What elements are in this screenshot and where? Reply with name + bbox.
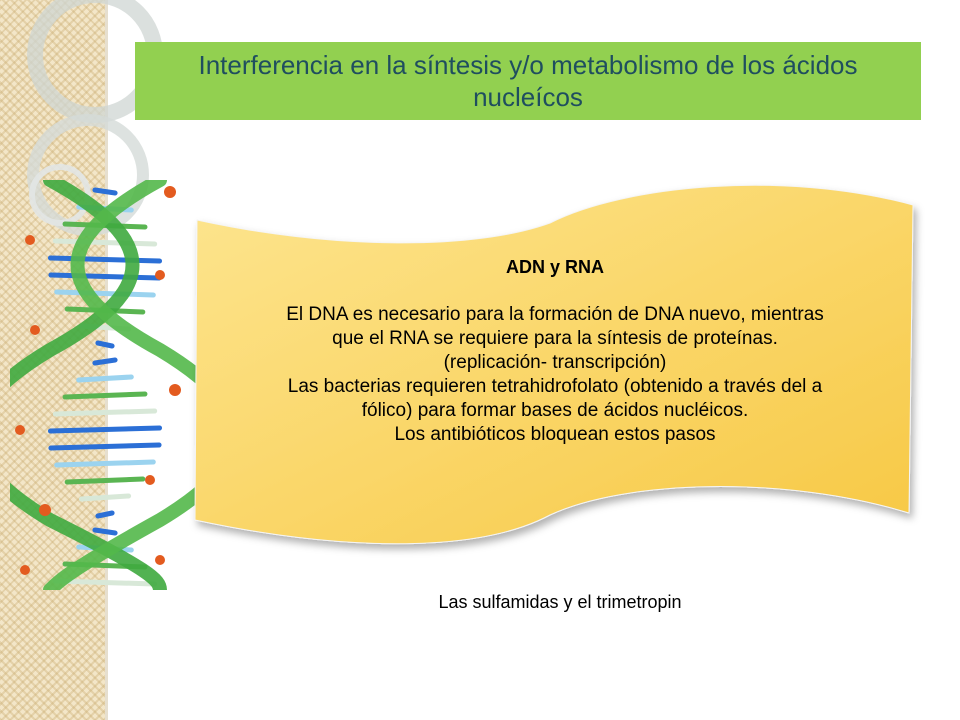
dna-rung (95, 510, 115, 519)
box-line: (replicación- transcripción) (443, 352, 667, 373)
dna-rung (48, 442, 162, 451)
dna-rung (52, 578, 158, 587)
scroll-banner-shape (194, 184, 914, 545)
scroll-box-text: ADN y RNA El DNA es necesario para la fo… (205, 255, 905, 447)
box-line: Los antibióticos bloquean estos pasos (394, 424, 716, 445)
dna-rung (52, 238, 158, 247)
dna-rung (54, 459, 156, 468)
dna-rung (47, 425, 163, 434)
dna-rung (76, 374, 134, 383)
title-bar: Interferencia en la síntesis y/o metabol… (135, 42, 921, 120)
dna-rung (95, 340, 115, 349)
dna-rung (64, 476, 146, 485)
footer-caption: Las sulfamidas y el trimetropin (438, 592, 682, 612)
dna-rung (52, 408, 158, 417)
dna-rung (92, 357, 118, 366)
slide-title: Interferencia en la síntesis y/o metabol… (198, 50, 858, 112)
dna-rung (54, 289, 156, 298)
dna-helix-icon (10, 180, 200, 590)
dna-rung (92, 527, 118, 536)
dna-rung (78, 493, 132, 502)
box-line: fólico) para formar bases de ácidos nucl… (361, 400, 749, 421)
dna-rung (62, 391, 148, 400)
box-line: Las bacterias requieren tetrahidrofolato… (287, 376, 823, 397)
dna-rung (92, 187, 118, 196)
dna-rung (48, 272, 162, 281)
dna-rung (47, 255, 163, 264)
box-heading: ADN y RNA (505, 257, 604, 277)
box-line: que el RNA se requiere para la síntesis … (332, 328, 778, 349)
box-line: El DNA es necesario para la formación de… (286, 304, 824, 325)
